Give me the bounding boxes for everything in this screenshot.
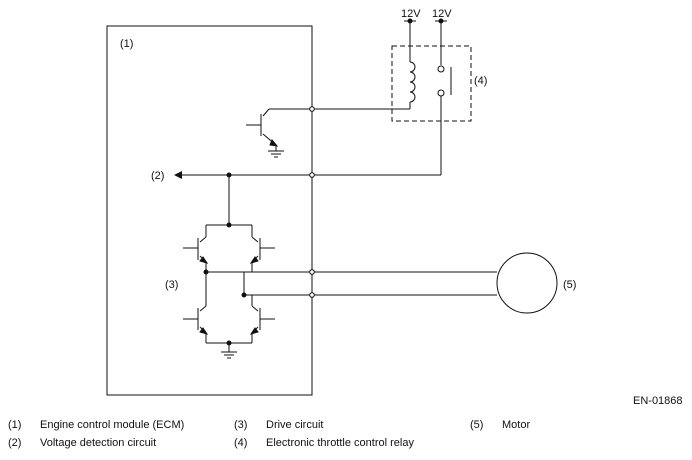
relay-box <box>391 45 472 122</box>
h-bridge-drive-circuit <box>183 175 275 359</box>
legend-item-1: (1) Engine control module (ECM) <box>8 418 184 432</box>
relay-switch <box>437 21 452 175</box>
ecm-box <box>106 25 313 396</box>
legend-num-5: (5) <box>470 419 484 431</box>
voltage-detection-label: (2) <box>151 170 164 182</box>
supply-left-label: 12V <box>401 8 421 20</box>
legend-text-3: Drive circuit <box>266 419 324 431</box>
legend-item-2: (2) Voltage detection circuit <box>8 436 156 450</box>
voltage-detection-line <box>174 171 441 179</box>
legend-num-3: (3) <box>234 419 248 431</box>
legend-text-2: Voltage detection circuit <box>40 437 157 449</box>
ecm-label: (1) <box>120 38 133 50</box>
relay-driver-transistor <box>246 106 410 158</box>
relay-coil <box>409 21 416 109</box>
relay-label: (4) <box>474 75 487 87</box>
drive-circuit-label: (3) <box>165 279 178 291</box>
motor-label: (5) <box>563 279 576 291</box>
motor-wiring <box>206 269 497 298</box>
figure-code: EN-01868 <box>633 395 683 407</box>
legend-item-5: (5) Motor <box>470 418 530 432</box>
legend-item-4: (4) Electronic throttle control relay <box>234 436 414 450</box>
legend-num-4: (4) <box>234 437 248 449</box>
legend-text-1: Engine control module (ECM) <box>40 419 185 431</box>
legend-text-4: Electronic throttle control relay <box>266 437 414 449</box>
legend-item-3: (3) Drive circuit <box>234 418 323 432</box>
legend-num-1: (1) <box>8 419 22 431</box>
legend-num-2: (2) <box>8 437 22 449</box>
supply-right-label: 12V <box>432 8 452 20</box>
motor-symbol <box>496 252 558 314</box>
legend-text-5: Motor <box>502 419 531 431</box>
legend: (1) Engine control module (ECM) (2) Voltag… <box>0 414 692 454</box>
